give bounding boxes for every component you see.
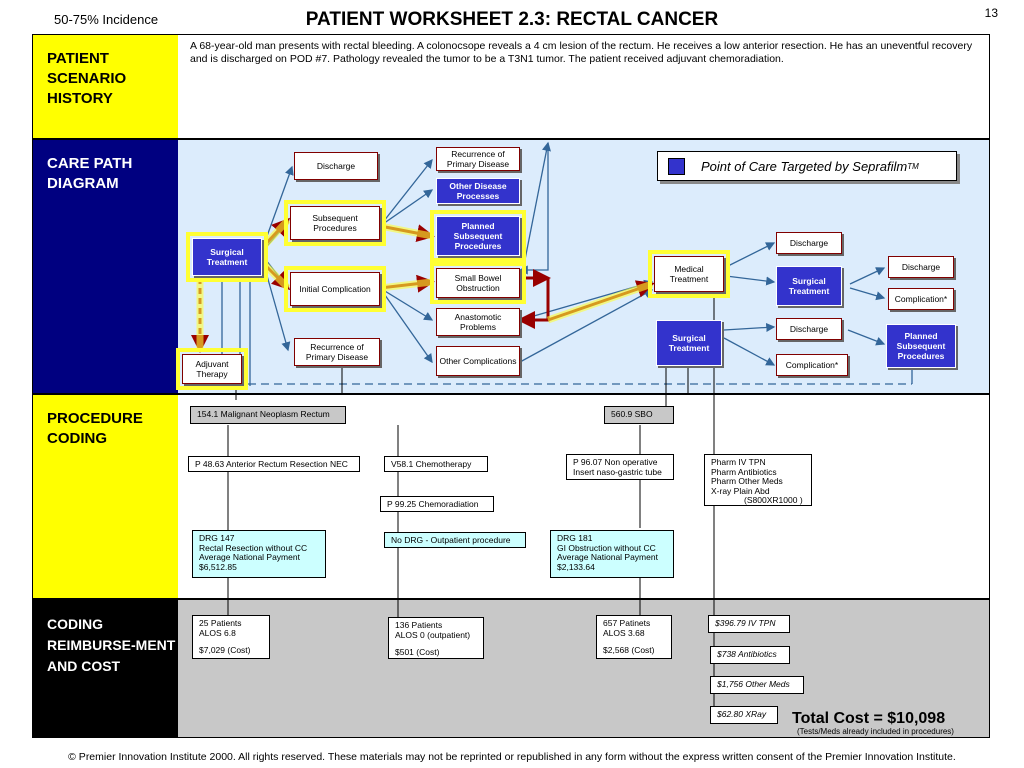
anastomotic-problems-node: Anastomotic Problems bbox=[436, 308, 520, 336]
recurrence-node-2: Recurrence of Primary Disease bbox=[294, 338, 380, 366]
drg-181: DRG 181 GI Obstruction without CC Averag… bbox=[550, 530, 674, 578]
drg-147-line: Average National Payment bbox=[199, 552, 300, 562]
pharmacy-list: Pharm IV TPN Pharm Antibiotics Pharm Oth… bbox=[704, 454, 812, 506]
discharge-node-3: Discharge bbox=[776, 318, 842, 340]
cost-line: 136 Patients bbox=[395, 620, 443, 630]
surgical-treatment-node-3: Surgical Treatment bbox=[656, 320, 722, 366]
reimbursement-label: CODING REIMBURSE-MENT AND COST bbox=[33, 600, 178, 737]
complication-node-2: Complication* bbox=[776, 354, 848, 376]
incidence-label: 50-75% Incidence bbox=[54, 12, 159, 27]
planned-subsequent-node-1: Planned Subsequent Procedures bbox=[430, 210, 526, 262]
pharm-line: Pharm Antibiotics bbox=[711, 466, 777, 477]
drg-147: DRG 147 Rectal Resection without CC Aver… bbox=[192, 530, 326, 578]
antibiotics-cost: $738 Antibiotics bbox=[710, 646, 790, 664]
care-path-label: CARE PATH DIAGRAM bbox=[33, 140, 178, 393]
diagnosis-5609: 560.9 SBO bbox=[604, 406, 674, 424]
drg-147-line: Rectal Resection without CC bbox=[199, 542, 308, 553]
iv-tpn-cost: $396.79 IV TPN bbox=[708, 615, 790, 633]
cost-line: 657 Patinets bbox=[603, 618, 651, 628]
pharm-line: X-ray Plain Abd bbox=[711, 485, 770, 496]
copyright-footer: © Premier Innovation Institute 2000. All… bbox=[68, 751, 956, 763]
recurrence-node-1: Recurrence of Primary Disease bbox=[436, 147, 520, 171]
legend-swatch bbox=[668, 157, 685, 175]
cost-line: ALOS 6.8 bbox=[199, 627, 236, 638]
total-cost: Total Cost = $10,098 bbox=[792, 710, 946, 727]
scenario-row: PATIENT SCENARIO HISTORY A 68-year-old m… bbox=[33, 35, 989, 138]
drg-181-line: DRG 181 bbox=[557, 533, 593, 543]
cost-line: $7,029 (Cost) bbox=[199, 645, 251, 655]
legend-tm: TM bbox=[907, 161, 919, 171]
small-bowel-obstruction-node: Small Bowel Obstruction bbox=[430, 262, 526, 304]
reimbursement-row: CODING REIMBURSE-MENT AND COST bbox=[33, 600, 989, 737]
cost-line: $2,568 (Cost) bbox=[603, 645, 655, 655]
drg-181-line: Average National Payment bbox=[557, 552, 658, 562]
procedure-4863: P 48.63 Anterior Rectum Resection NEC bbox=[188, 456, 360, 472]
drg-147-line: $6,512.85 bbox=[199, 561, 237, 572]
procedure-label: PROCEDURE CODING bbox=[33, 395, 178, 598]
legend-text: Point of Care Targeted by Seprafilm bbox=[701, 158, 908, 174]
cost-box-3: 657 Patinets ALOS 3.68 $2,568 (Cost) bbox=[596, 615, 672, 659]
no-drg: No DRG - Outpatient procedure bbox=[384, 532, 526, 548]
reimbursement-area bbox=[178, 600, 989, 737]
cost-line: 25 Patients bbox=[199, 618, 242, 628]
other-complications-node: Other Complications bbox=[436, 346, 520, 376]
cost-line: $501 (Cost) bbox=[395, 647, 440, 657]
drg-181-line: GI Obstruction without CC bbox=[557, 542, 656, 553]
procedure-9607-line-1: P 96.07 Non operative bbox=[573, 457, 658, 467]
diagnosis-1541: 154.1 Malignant Neoplasm Rectum bbox=[190, 406, 346, 424]
discharge-node-1: Discharge bbox=[294, 152, 378, 180]
cost-box-1: 25 Patients ALOS 6.8 $7,029 (Cost) bbox=[192, 615, 270, 659]
planned-subsequent-node-2: Planned Subsequent Procedures bbox=[886, 324, 956, 368]
surgical-treatment-node-1: Surgical Treatment bbox=[186, 232, 268, 282]
cost-line: ALOS 3.68 bbox=[603, 627, 645, 638]
pharm-line: Pharm IV TPN bbox=[711, 457, 766, 467]
pharm-line: (S800XR1000 ) bbox=[711, 495, 803, 505]
scenario-label: PATIENT SCENARIO HISTORY bbox=[33, 35, 178, 138]
medical-treatment-node: Medical Treatment bbox=[648, 250, 730, 298]
cost-line: ALOS 0 (outpatient) bbox=[395, 629, 471, 640]
surgical-treatment-node-2: Surgical Treatment bbox=[776, 266, 842, 306]
adjuvant-therapy-node: Adjuvant Therapy bbox=[176, 348, 248, 390]
discharge-node-2: Discharge bbox=[776, 232, 842, 254]
pharm-line: Pharm Other Meds bbox=[711, 476, 783, 486]
procedure-9607: P 96.07 Non operative Insert naso-gastri… bbox=[566, 454, 674, 480]
page-title: PATIENT WORKSHEET 2.3: RECTAL CANCER bbox=[305, 9, 719, 30]
complication-node-1: Complication* bbox=[888, 288, 954, 310]
subsequent-procedures-node: Subsequent Procedures bbox=[284, 200, 386, 246]
drg-147-line: DRG 147 bbox=[199, 533, 235, 543]
cost-box-2: 136 Patients ALOS 0 (outpatient) $501 (C… bbox=[388, 617, 484, 659]
drg-181-line: $2,133.64 bbox=[557, 561, 595, 572]
discharge-node-4: Discharge bbox=[888, 256, 954, 278]
procedure-v581: V58.1 Chemotherapy bbox=[384, 456, 488, 472]
page-number: 13 bbox=[984, 6, 998, 20]
scenario-text: A 68-year-old man presents with rectal b… bbox=[178, 35, 989, 138]
initial-complication-node: Initial Complication bbox=[284, 266, 386, 312]
xray-cost: $62.80 XRay bbox=[710, 706, 778, 724]
other-disease-processes-node: Other Disease Processes bbox=[436, 178, 520, 204]
procedure-9607-line-2: Insert naso-gastric tube bbox=[573, 466, 662, 477]
total-cost-note: (Tests/Meds already included in procedur… bbox=[797, 727, 954, 736]
other-meds-cost: $1,756 Other Meds bbox=[710, 676, 804, 694]
procedure-9925: P 99.25 Chemoradiation bbox=[380, 496, 494, 512]
